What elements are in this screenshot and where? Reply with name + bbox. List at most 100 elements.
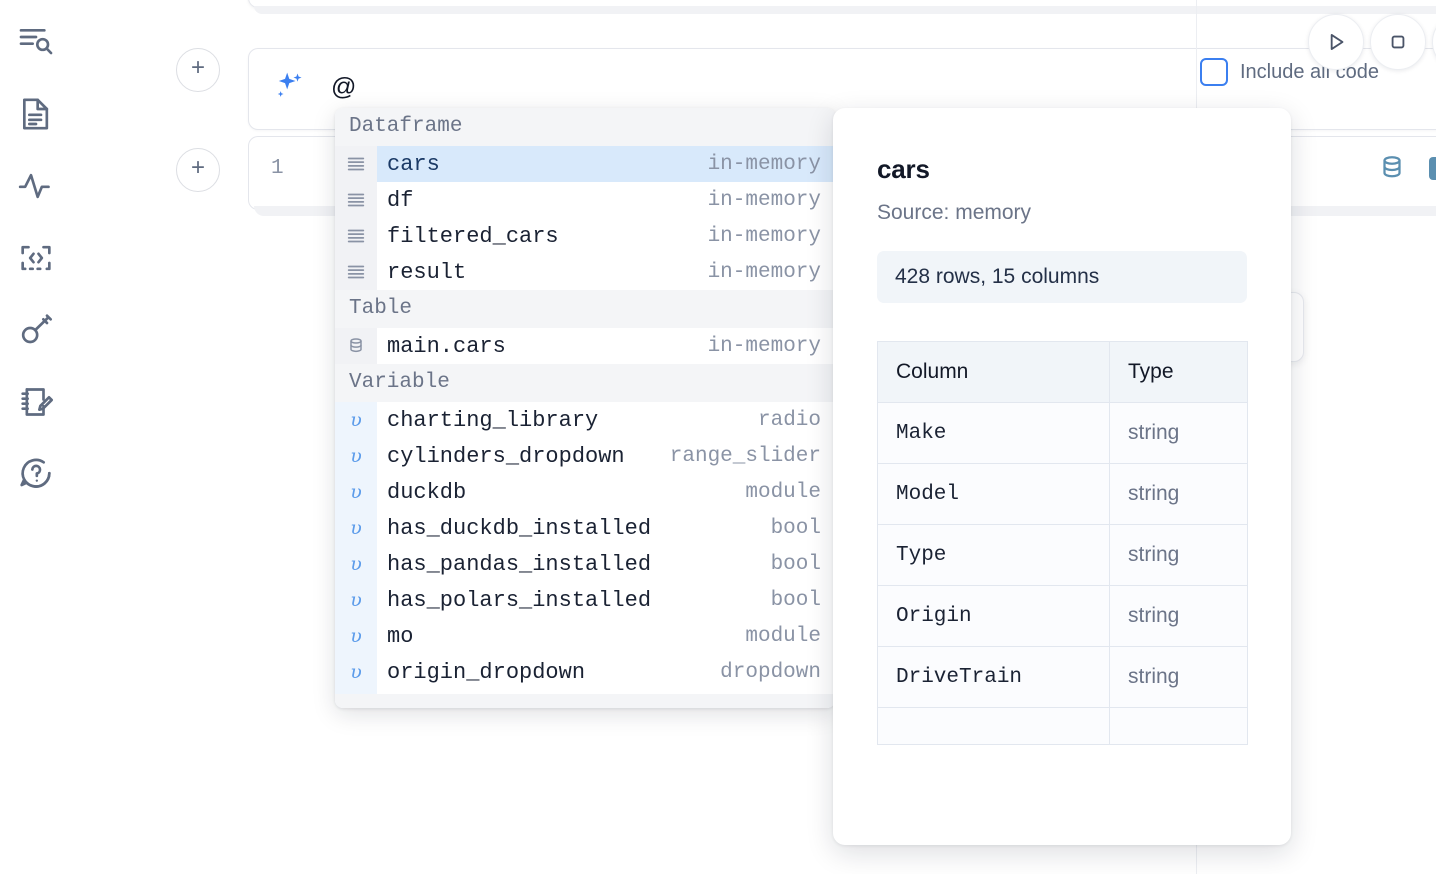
add-cell-plus-label-2: + [190,154,205,181]
autocomplete-item-name: has_polars_installed [387,587,652,613]
more-button[interactable] [1432,14,1436,70]
autocomplete-item-type: module [745,480,821,504]
variable-icon: υ [335,438,377,474]
run-controls [1308,14,1436,70]
detail-shape-badge: 428 rows, 15 columns [877,251,1247,303]
file-document-icon[interactable] [10,88,62,140]
variable-icon: υ [335,546,377,582]
schema-column-type: string [1109,463,1248,525]
help-chat-icon[interactable] [10,448,62,500]
autocomplete-item-body: has_pandas_installed bool [377,546,835,582]
include-all-code-checkbox[interactable] [1200,58,1228,86]
cell-toolbar: M↓ [1377,153,1436,183]
variable-icon: υ [335,402,377,438]
ai-sparkle-icon [273,69,307,103]
autocomplete-bottom-fade [335,694,835,708]
autocomplete-item-body: main.cars in-memory [377,328,835,364]
autocomplete-item[interactable]: filtered_cars in-memory [335,218,835,254]
autocomplete-item-type: bool [770,552,821,576]
autocomplete-item[interactable]: result in-memory [335,254,835,290]
activity-pulse-icon[interactable] [10,160,62,212]
autocomplete-item-name: mo [387,623,414,649]
notebook-edit-icon[interactable] [10,376,62,428]
autocomplete-item[interactable]: cars in-memory [335,146,835,182]
dataframe-icon [335,254,377,290]
add-cell-below-button[interactable]: + [176,148,220,192]
autocomplete-item-name: has_duckdb_installed [387,515,652,541]
autocomplete-item-name: main.cars [387,333,506,359]
key-icon[interactable] [10,304,62,356]
autocomplete-item-body: cars in-memory [377,146,835,182]
variable-icon: υ [335,474,377,510]
ai-prompt-input[interactable] [331,63,1251,111]
schema-column-name: Origin [877,585,1110,647]
dataframe-detail-panel: cars Source: memory 428 rows, 15 columns… [833,108,1291,845]
autocomplete-item-body: has_duckdb_installed bool [377,510,835,546]
dataframe-icon [335,218,377,254]
autocomplete-item-type: in-memory [707,188,821,212]
variable-icon: υ [335,654,377,690]
run-cell-button[interactable] [1308,14,1364,70]
schema-column-type: string [1109,646,1248,708]
autocomplete-item-type: bool [770,516,821,540]
schema-header-cell: Type [1109,341,1248,403]
variable-icon: υ [335,618,377,654]
schema-column-type: string [1109,524,1248,586]
add-cell-plus-label: + [190,54,205,81]
autocomplete-item-name: origin_dropdown [387,659,586,685]
schema-column-name: DriveTrain [877,646,1110,708]
autocomplete-item-type: bool [770,588,821,612]
previous-cell-shadow [254,6,1436,14]
autocomplete-item-type: in-memory [707,334,821,358]
table-icon [335,328,377,364]
autocomplete-item-body: filtered_cars in-memory [377,218,835,254]
autocomplete-item-type: in-memory [707,224,821,248]
left-sidebar [0,0,72,874]
detail-source: Source: memory [877,201,1032,224]
autocomplete-item-type: range_slider [669,444,821,468]
autocomplete-item-name: result [387,259,467,285]
autocomplete-item[interactable]: υ has_pandas_installed bool [335,546,835,582]
autocomplete-item-type: module [745,624,821,648]
autocomplete-item[interactable]: υ has_duckdb_installed bool [335,510,835,546]
markdown-icon[interactable]: M↓ [1429,156,1436,180]
autocomplete-item-type: radio [757,408,821,432]
autocomplete-item-type: in-memory [707,152,821,176]
autocomplete-item-name: charting_library [387,407,599,433]
autocomplete-item-name: cars [387,151,440,177]
autocomplete-group-header: Table [335,290,835,328]
autocomplete-item-name: filtered_cars [387,223,559,249]
schema-column-name: Type [877,524,1110,586]
code-brackets-icon[interactable] [10,232,62,284]
autocomplete-item-name: has_pandas_installed [387,551,652,577]
autocomplete-item[interactable]: υ charting_library radio [335,402,835,438]
interrupt-button[interactable] [1370,14,1426,70]
schema-header-cell: Column [877,341,1110,403]
autocomplete-item[interactable]: main.cars in-memory [335,328,835,364]
line-number: 1 [271,157,284,180]
database-icon[interactable] [1377,153,1407,183]
add-cell-above-button[interactable]: + [176,48,220,92]
variable-icon: υ [335,510,377,546]
schema-column-type: string [1109,585,1248,647]
dataframe-icon [335,182,377,218]
dataframe-icon [335,146,377,182]
autocomplete-item-type: in-memory [707,260,821,284]
outline-search-icon[interactable] [10,16,62,68]
schema-column-type [1109,707,1248,745]
autocomplete-item-body: mo module [377,618,835,654]
autocomplete-item-body: result in-memory [377,254,835,290]
